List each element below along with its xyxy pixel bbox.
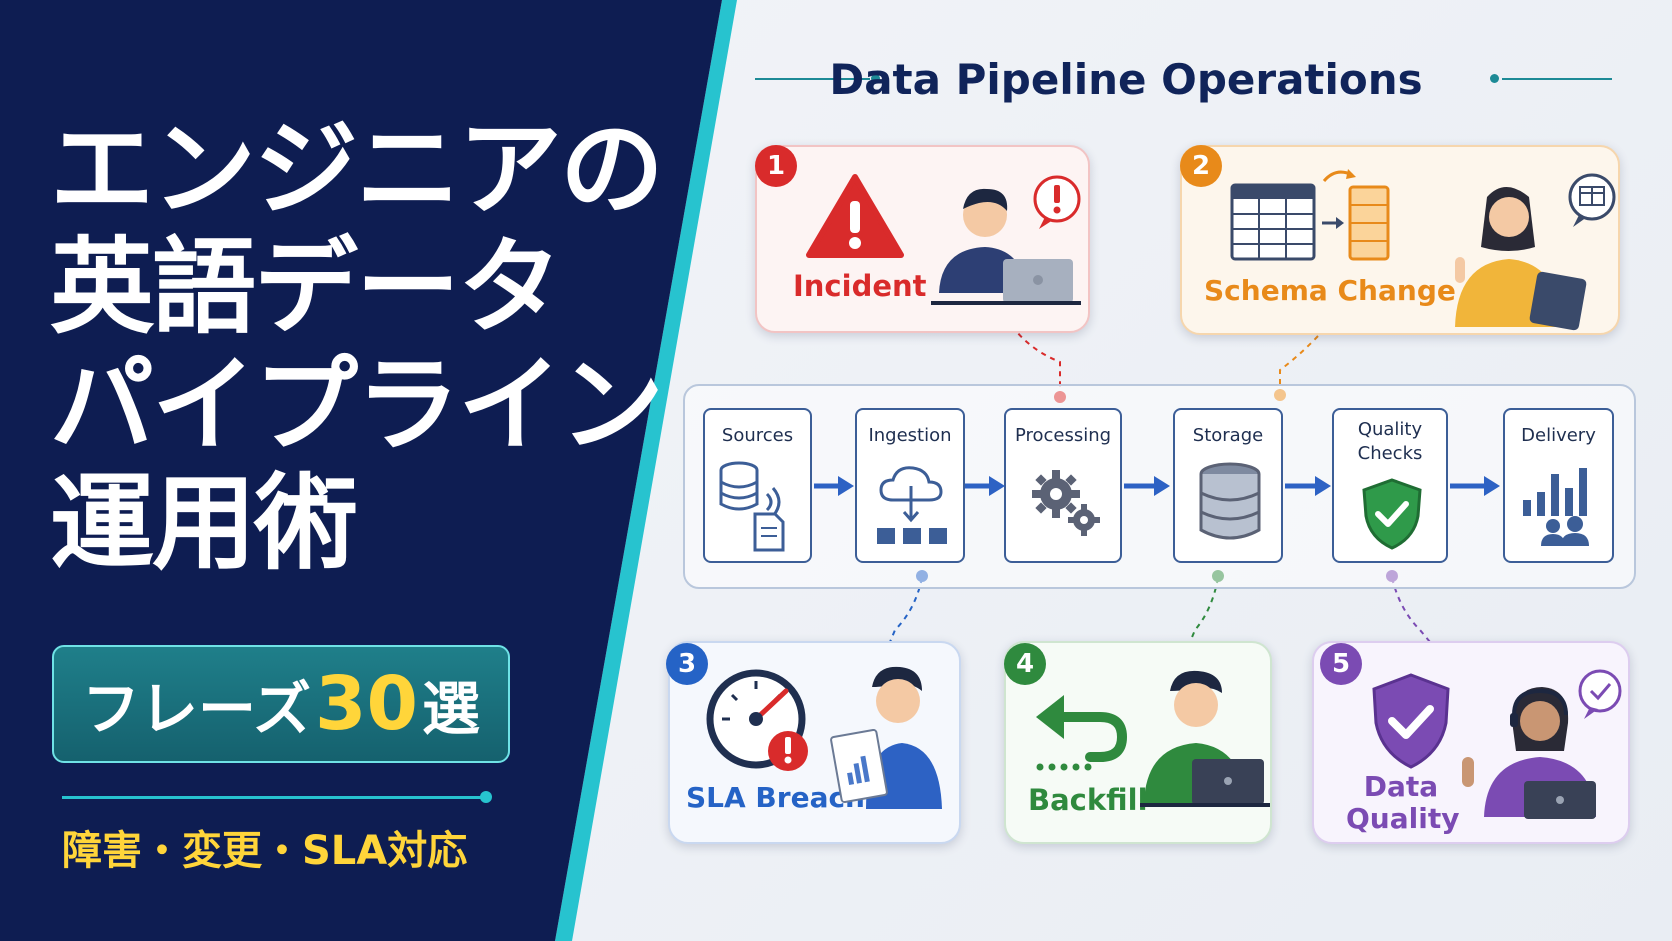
flow-arrow-5 — [1450, 476, 1500, 496]
flow-arrow-2 — [965, 476, 1005, 496]
engineer-headset-illustration — [1462, 669, 1622, 819]
badge-prefix: フレーズ — [81, 675, 312, 743]
card-schema-change: Schema Change 2 — [1180, 145, 1620, 335]
bar-chart-icon — [1523, 468, 1589, 546]
engineer-tablet-illustration — [1455, 173, 1616, 331]
gears-icon — [1032, 470, 1100, 536]
diagram-heading: Data Pipeline Operations — [829, 55, 1423, 104]
card-schema-change-number: 2 — [1180, 145, 1222, 187]
engineer-laptop-illustration — [931, 175, 1081, 305]
subtitle-divider-dot — [480, 791, 492, 803]
stage-quality-checks: Quality Checks — [1332, 408, 1448, 563]
stage-delivery: Delivery — [1503, 408, 1614, 563]
flow-arrow-4 — [1285, 476, 1331, 496]
stage-ingestion-label: Ingestion — [868, 425, 952, 446]
flow-arrow-1 — [814, 476, 854, 496]
card-backfill: Backfill 4 — [1004, 641, 1272, 844]
title-line-2: 英語データ — [50, 226, 562, 348]
title-line-1: エンジニアの — [50, 108, 664, 230]
warning-icon — [806, 174, 904, 258]
main-title: エンジニアの 英語データ パイプライン 運用術 — [50, 108, 664, 584]
shield-check-icon — [1372, 673, 1450, 769]
heading-dot-right — [1490, 74, 1499, 83]
gauge-icon — [706, 669, 808, 771]
card-schema-change-label: Schema Change — [1204, 274, 1456, 307]
flow-arrow-3 — [1124, 476, 1170, 496]
heading-rule-right — [1502, 78, 1612, 80]
card-data-quality: Data Quality 5 — [1312, 641, 1630, 844]
card-data-quality-label: Data Quality — [1346, 770, 1460, 835]
table-icon — [1230, 169, 1390, 261]
badge-number: 30 — [315, 661, 419, 747]
title-line-4: 運用術 — [50, 462, 358, 584]
card-backfill-label: Backfill — [1028, 783, 1148, 817]
stage-quality-checks-label: Quality Checks — [1357, 419, 1423, 464]
users-icon — [1541, 516, 1589, 546]
cloud-download-icon — [877, 466, 947, 544]
phrase-count-badge: フレーズ 30 選 — [52, 645, 510, 763]
card-incident-number: 1 — [755, 145, 797, 187]
engineer-laptop-illustration — [1140, 670, 1270, 807]
stage-storage: Storage — [1173, 408, 1283, 563]
card-sla-breach-label: SLA Breach — [686, 781, 865, 814]
card-sla-breach-number: 3 — [666, 643, 708, 685]
stage-sources-label: Sources — [721, 425, 794, 446]
stage-processing-label: Processing — [1014, 425, 1112, 446]
stage-delivery-label: Delivery — [1521, 425, 1596, 446]
heading-dot-left — [871, 74, 880, 83]
stage-storage-label: Storage — [1192, 425, 1264, 446]
badge-suffix: 選 — [422, 675, 481, 743]
card-incident-label: Incident — [793, 269, 927, 303]
card-incident: Incident 1 — [755, 145, 1090, 333]
stage-ingestion: Ingestion — [855, 408, 965, 563]
card-data-quality-number: 5 — [1320, 643, 1362, 685]
stage-processing: Processing — [1004, 408, 1122, 563]
card-backfill-number: 4 — [1004, 643, 1046, 685]
stage-sources: Sources — [703, 408, 812, 563]
title-line-3: パイプライン — [50, 344, 664, 466]
database-icon — [1199, 462, 1261, 540]
shield-check-icon — [1362, 478, 1422, 550]
undo-arrow-icon — [1036, 695, 1128, 771]
card-sla-breach: SLA Breach 3 — [666, 641, 961, 844]
engineer-report-illustration — [830, 666, 942, 809]
database-icon — [719, 461, 785, 552]
subtitle-divider — [62, 796, 490, 799]
subtitle: 障害・変更・SLA対応 — [62, 828, 468, 874]
heading-rule-left — [755, 78, 870, 80]
